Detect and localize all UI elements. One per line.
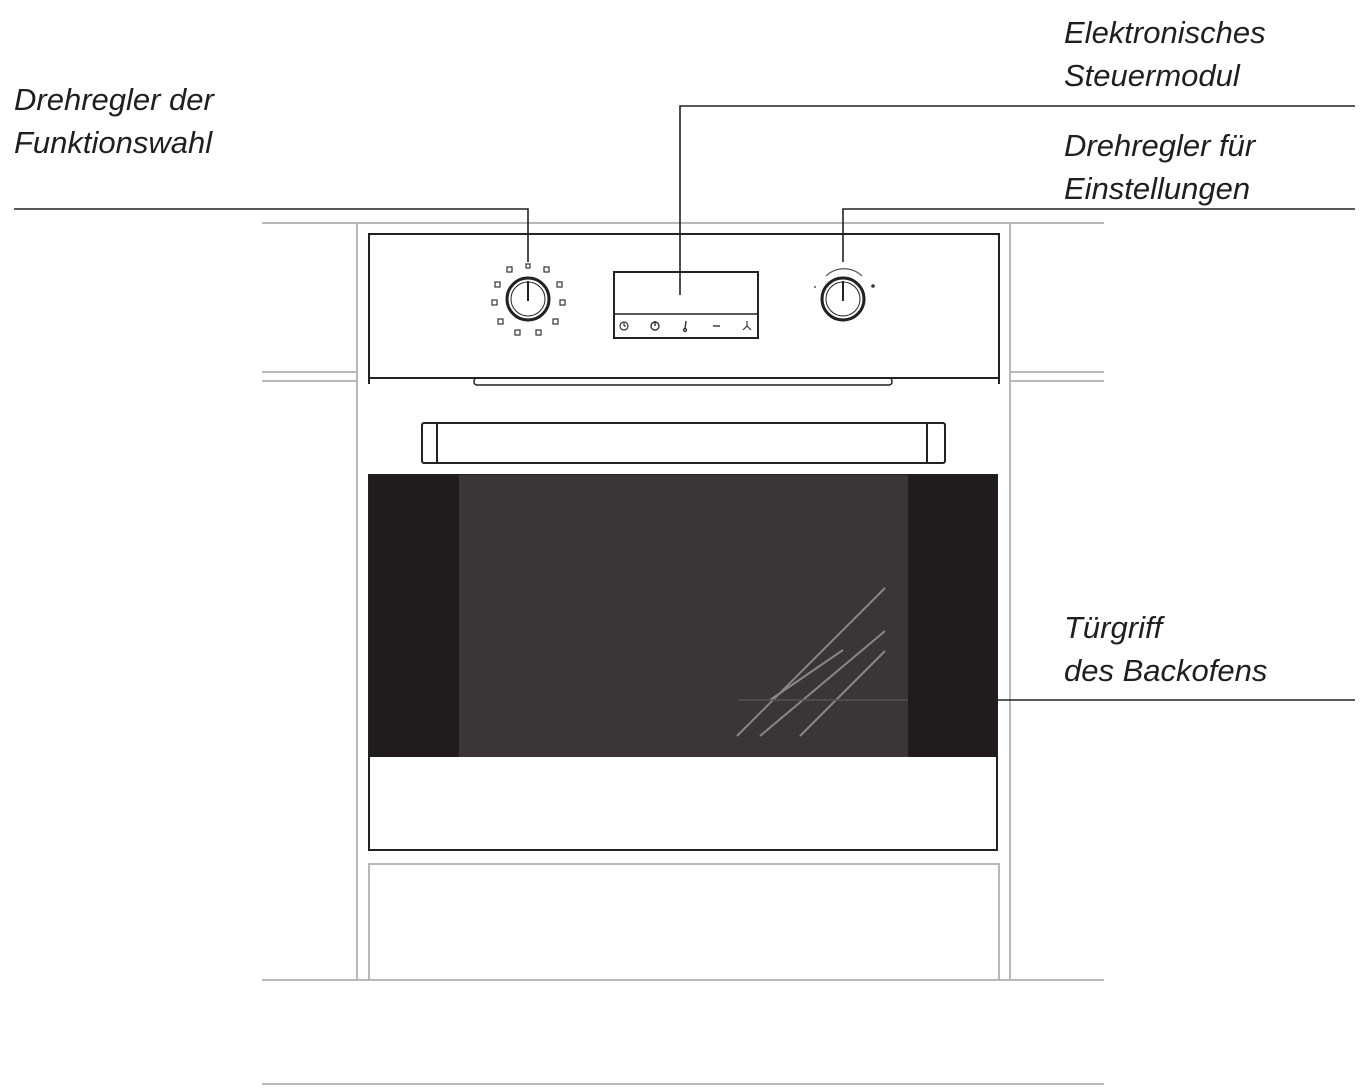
settings-knob-callout: Drehregler für Einstellungen	[1064, 124, 1255, 210]
glass-reflection-icon	[736, 587, 886, 737]
door-handle[interactable]	[421, 422, 946, 464]
function-selector-knob[interactable]	[491, 263, 566, 336]
door-handle-callout-line1: Türgriff	[1064, 610, 1163, 645]
door-glass-right	[908, 475, 997, 757]
control-module-callout-line1: Elektronisches	[1064, 15, 1266, 50]
door-handle-callout-line2: des Backofens	[1064, 653, 1268, 688]
function-knob-callout: Drehregler der Funktionswahl	[14, 78, 214, 164]
settings-knob-callout-line1: Drehregler für	[1064, 128, 1256, 163]
oven-door	[368, 474, 998, 851]
control-module-callout-line2: Steuermodul	[1064, 58, 1240, 93]
callout-leader-lines	[14, 105, 1355, 701]
function-knob-callout-line1: Drehregler der	[14, 82, 214, 117]
clock-icon[interactable]	[619, 321, 629, 331]
fan-icon[interactable]	[742, 321, 752, 331]
function-knob-callout-line2: Funktionswahl	[14, 125, 213, 160]
power-icon[interactable]	[650, 321, 660, 331]
door-glass-center	[459, 475, 908, 757]
door-glass-left	[369, 475, 459, 757]
panel-lip	[473, 377, 893, 386]
door-handle-callout: Türgriff des Backofens	[1064, 606, 1267, 692]
electronic-control-module	[613, 271, 759, 339]
control-module-callout: Elektronisches Steuermodul	[1064, 11, 1266, 97]
settings-knob[interactable]	[814, 268, 875, 322]
function-symbols-icon	[491, 263, 566, 336]
settings-knob-callout-line2: Einstellungen	[1064, 171, 1251, 206]
temperature-icon[interactable]	[682, 320, 688, 333]
control-panel	[368, 233, 1000, 386]
cabinet-lines	[262, 222, 1104, 1085]
